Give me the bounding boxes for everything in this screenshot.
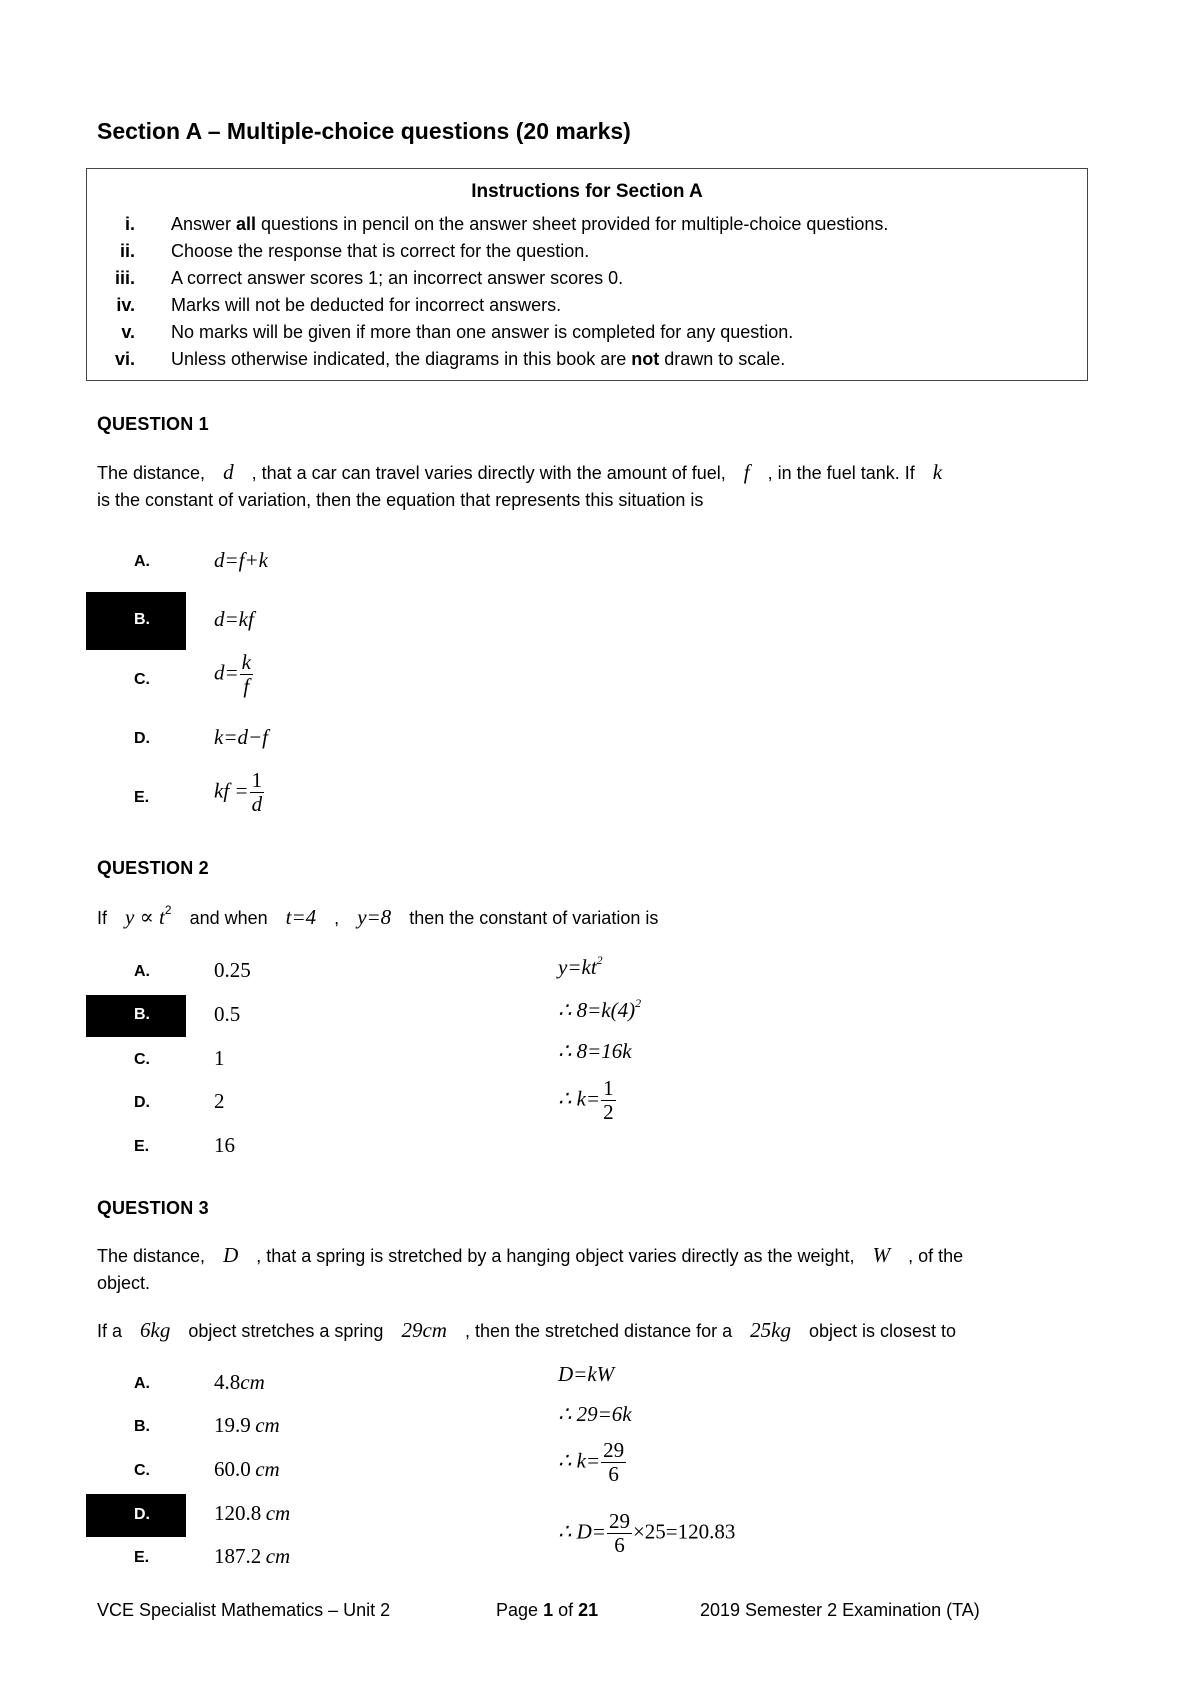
q2-option-e-value: 16 (214, 1133, 235, 1157)
q2-option-d-letter[interactable]: D. (134, 1094, 150, 1111)
instruction-number: iv. (116, 295, 135, 315)
q3-option-c-letter[interactable]: C. (134, 1462, 150, 1479)
question-3-stem-line1: The distance,D, that a spring is stretch… (97, 1243, 964, 1267)
question-1-stem-line2: is the constant of variation, then the e… (97, 490, 704, 510)
q1-option-e-letter[interactable]: E. (134, 789, 150, 806)
instruction-number: vi. (114, 349, 135, 369)
instructions-box: Instructions for Section A i. Answer all… (86, 168, 1088, 381)
q3-option-d-letter: D. (134, 1506, 150, 1523)
q3-working-line1: D=kW (558, 1362, 615, 1386)
q3-option-b-letter[interactable]: B. (134, 1418, 150, 1435)
q1-option-d-letter[interactable]: D. (134, 730, 150, 747)
instruction-text: Choose the response that is correct for … (171, 241, 590, 261)
instruction-text: Marks will not be deducted for incorrect… (171, 295, 562, 315)
question-3-stem-line2: object. (97, 1273, 151, 1293)
footer-course: VCE Specialist Mathematics – Unit 2 (97, 1600, 391, 1620)
q1-option-c-letter[interactable]: C. (134, 671, 150, 688)
q2-working-line3: ∴ 8=16k (558, 1039, 632, 1063)
section-title: Section A – Multiple-choice questions (2… (97, 118, 631, 144)
q2-option-a-letter[interactable]: A. (134, 963, 150, 980)
q2-working-line2: ∴ 8=k(4)2 (558, 996, 642, 1022)
q1-option-d-value: k=d−f (214, 725, 268, 749)
q3-option-b-value: 19.9 cm (214, 1413, 280, 1437)
q1-option-b-value: d=kf (214, 607, 254, 631)
question-3-heading: QUESTION 3 (97, 1198, 209, 1219)
q1-option-b-selected[interactable]: B. (86, 592, 186, 650)
q2-option-d-value: 2 (214, 1089, 225, 1113)
q3-working-line2: ∴ 29=6k (558, 1402, 632, 1426)
instruction-text: Unless otherwise indicated, the diagrams… (171, 349, 786, 369)
question-2-heading: QUESTION 2 (97, 858, 209, 879)
q3-option-d-selected[interactable]: D. (86, 1494, 186, 1537)
q3-option-a-letter[interactable]: A. (134, 1375, 150, 1392)
q3-option-e-value: 187.2 cm (214, 1544, 291, 1568)
q2-working-line1: y=kt2 (558, 953, 603, 979)
q2-option-c-value: 1 (214, 1046, 225, 1070)
instructions-title: Instructions for Section A (471, 181, 703, 202)
q2-option-e-letter[interactable]: E. (134, 1138, 150, 1155)
q1-option-a-value: d=f+k (214, 548, 268, 572)
question-1-heading: QUESTION 1 (97, 414, 209, 435)
instruction-text: No marks will be given if more than one … (171, 322, 794, 342)
instruction-number: i. (124, 214, 135, 234)
q2-option-b-letter: B. (134, 1006, 150, 1023)
instruction-text: Answer all questions in pencil on the an… (171, 214, 889, 234)
q3-option-a-value: 4.8cm (214, 1370, 265, 1394)
instruction-number: iii. (114, 268, 135, 288)
instruction-text: A correct answer scores 1; an incorrect … (171, 268, 624, 288)
q2-option-c-letter[interactable]: C. (134, 1051, 150, 1068)
instruction-number: v. (121, 322, 135, 342)
q3-option-c-value: 60.0 cm (214, 1457, 280, 1481)
q2-option-b-selected[interactable]: B. (86, 995, 186, 1037)
footer-exam: 2019 Semester 2 Examination (TA) (700, 1600, 980, 1620)
footer-page-number: Page 1 of 21 (496, 1600, 599, 1620)
q1-option-b-letter: B. (134, 611, 150, 628)
q2-option-b-value: 0.5 (214, 1002, 241, 1026)
q3-option-d-value: 120.8 cm (214, 1501, 291, 1525)
question-1-stem-line1: The distance,d, that a car can travel va… (97, 460, 943, 484)
q2-option-a-value: 0.25 (214, 958, 251, 982)
instruction-number: ii. (119, 241, 135, 261)
q1-option-a-letter[interactable]: A. (134, 553, 150, 570)
q3-option-e-letter[interactable]: E. (134, 1549, 150, 1566)
